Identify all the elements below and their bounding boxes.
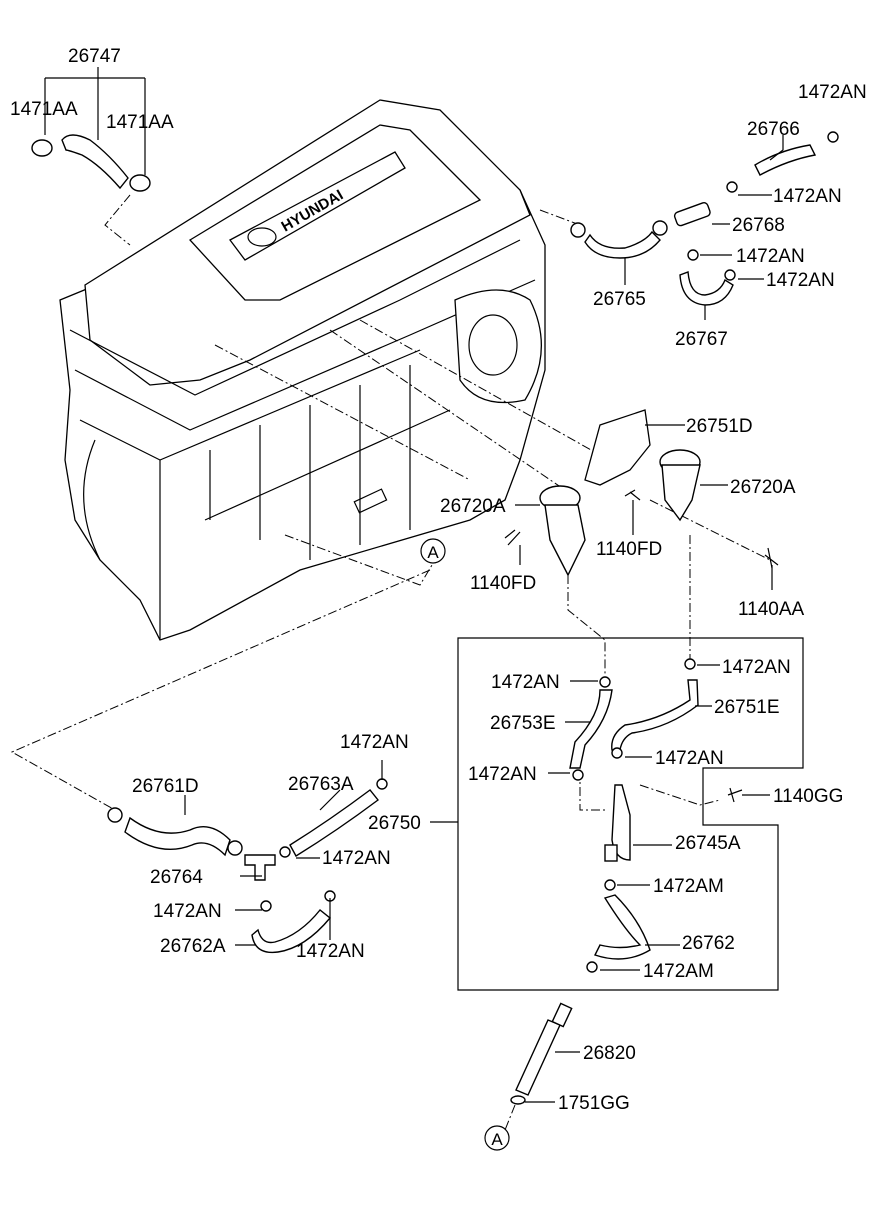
label-1472AN-9: 1472AN (340, 732, 409, 753)
label-1472AN-5: 1472AN (722, 657, 791, 678)
label-26720A-left: 26720A (440, 496, 506, 517)
label-26762A: 26762A (160, 936, 226, 957)
label-1472AN-8: 1472AN (468, 764, 537, 785)
ref-A-bottom-text: A (491, 1130, 503, 1149)
label-1472AN-4: 1472AN (766, 270, 835, 291)
label-1472AN-3: 1472AN (736, 246, 805, 267)
label-1472AM-2: 1472AM (643, 961, 714, 982)
label-1471AA-a: 1471AA (10, 99, 78, 120)
label-1472AN-7: 1472AN (655, 748, 724, 769)
label-26763A: 26763A (288, 774, 354, 795)
part-26768-fitting (673, 202, 711, 227)
engine-illustration: HYUNDAI (59, 99, 546, 641)
assembly-box (457, 637, 804, 991)
part-26753E-hose (569, 676, 613, 781)
label-26762: 26762 (682, 933, 735, 954)
label-1140FD-right: 1140FD (596, 539, 662, 560)
label-1472AN-6: 1472AN (491, 672, 560, 693)
label-1472AN-1: 1472AN (798, 82, 867, 103)
part-26751E-hose (611, 658, 699, 759)
label-26764: 26764 (150, 867, 203, 888)
label-1140GG: 1140GG (773, 786, 843, 807)
label-26765: 26765 (593, 289, 646, 310)
label-26751E: 26751E (714, 697, 780, 718)
label-26761D: 26761D (132, 776, 199, 797)
part-26761D-hose (107, 807, 243, 857)
label-26720A-right: 26720A (730, 477, 796, 498)
label-leaders (44, 67, 784, 1103)
ref-A-top-text: A (427, 543, 439, 562)
part-26767-hose (679, 249, 736, 306)
part-26764-tee (244, 854, 276, 881)
label-1472AM-1: 1472AM (653, 876, 724, 897)
part-26720A-valve-right (659, 449, 701, 522)
ref-circle-A-bottom: A (484, 1125, 510, 1151)
part-26747-hose (31, 134, 151, 192)
part-labels: 26747 1471AA 1471AA 1472AN 26766 1472AN … (10, 46, 867, 1114)
label-26751D: 26751D (686, 416, 753, 437)
label-1472AN-11: 1472AN (153, 901, 222, 922)
label-1140AA: 1140AA (738, 599, 805, 620)
label-26766: 26766 (747, 119, 800, 140)
label-26768: 26768 (732, 215, 785, 236)
label-26767: 26767 (675, 329, 728, 350)
ref-circle-A-top: A (420, 538, 446, 564)
label-1472AN-2: 1472AN (773, 186, 842, 207)
part-26751D-bracket (584, 409, 651, 486)
part-26720A-valve-left (539, 485, 586, 577)
bolts (504, 489, 779, 803)
label-1472AN-10: 1472AN (322, 848, 391, 869)
part-26745A-fitting (604, 784, 631, 862)
part-26820-tube (510, 1002, 573, 1105)
label-26747: 26747 (68, 46, 121, 67)
label-1140FD-left: 1140FD (470, 573, 536, 594)
part-26762-hose (586, 879, 651, 973)
label-1751GG: 1751GG (558, 1093, 630, 1114)
label-26753E: 26753E (490, 713, 556, 734)
part-26766-hose (726, 131, 839, 193)
part-26765-hose (570, 220, 668, 259)
label-1472AN-12: 1472AN (296, 941, 365, 962)
leader-lines (10, 194, 771, 1131)
label-26745A: 26745A (675, 833, 741, 854)
label-26820: 26820 (583, 1043, 636, 1064)
label-1471AA-b: 1471AA (106, 112, 174, 133)
label-26750: 26750 (368, 813, 421, 834)
